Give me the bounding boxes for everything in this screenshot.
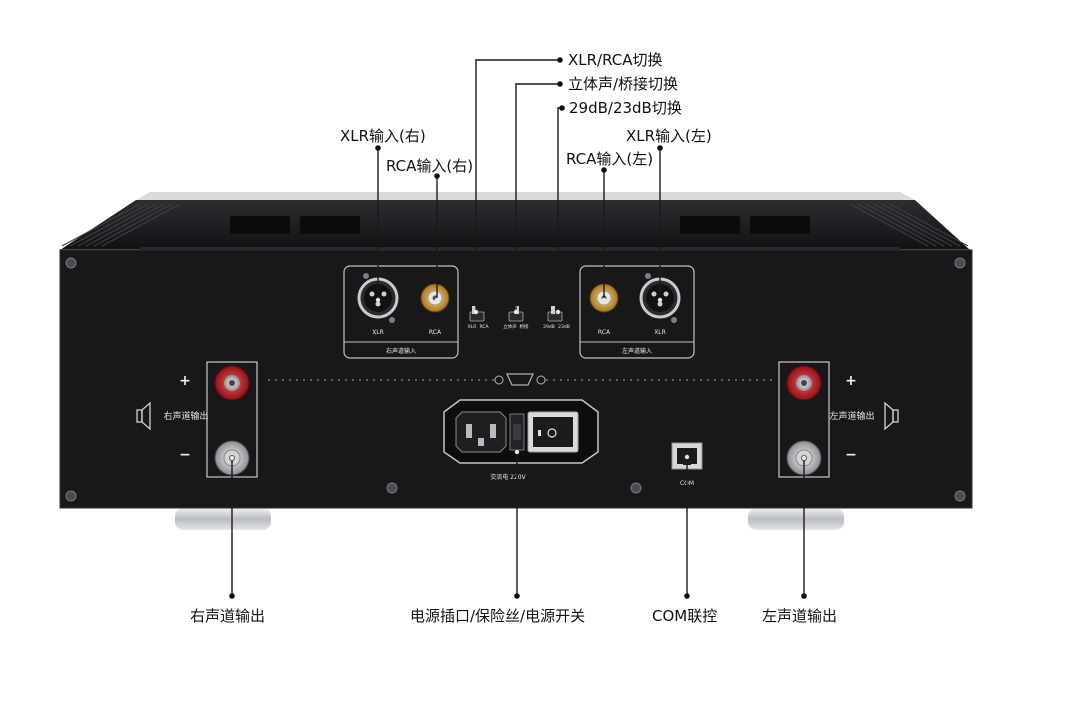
callout-rca-input-right: RCA输入(右) <box>386 157 474 175</box>
callout-right-channel-output: 右声道输出 <box>190 607 266 625</box>
right-minus-sign: − <box>179 447 191 463</box>
chassis-top <box>60 192 970 255</box>
callout-stereo-bridge-switch: 立体声/桥接切换 <box>568 75 679 93</box>
speaker-icon <box>884 401 899 431</box>
callout-leader-lines <box>231 59 805 596</box>
callout-dots <box>229 57 807 599</box>
panel-label-left-output: 左声道输出 <box>829 410 874 422</box>
left-minus-sign: − <box>845 447 857 463</box>
iec-power-socket[interactable] <box>455 411 507 453</box>
foot-left <box>175 508 271 530</box>
heatsink-fins <box>61 203 969 247</box>
panel-label-xlr-left: XLR <box>654 329 666 336</box>
callout-gain-switch: 29dB/23dB切换 <box>569 99 682 117</box>
callout-com-link: COM联控 <box>652 607 718 625</box>
top-vents <box>230 216 810 234</box>
switch-label-rca: RCA <box>479 324 489 330</box>
speaker-icon <box>136 401 151 431</box>
panel-dot-markers <box>229 297 807 461</box>
switch-label-bridge: 桥接 <box>520 323 529 330</box>
fuse-holder[interactable] <box>509 413 525 451</box>
gain-toggle-switch[interactable] <box>547 306 563 322</box>
panel-label-rca-left: RCA <box>598 329 611 336</box>
right-input-box <box>343 265 459 359</box>
panel-dotted-divider <box>268 373 772 386</box>
panel-label-left-input-group: 左声道输入 <box>622 347 652 355</box>
right-plus-sign: + <box>179 373 191 389</box>
callout-xlr-input-left: XLR输入(左) <box>626 127 712 145</box>
switch-label-xlr: XLR <box>468 324 477 330</box>
right-positive-binding-post[interactable] <box>214 365 250 401</box>
callout-left-channel-output: 左声道输出 <box>762 607 838 625</box>
callout-power-socket-fuse-switch: 电源插口/保险丝/电源开关 <box>410 607 586 625</box>
panel-label-ac-power: 交流电 220V <box>490 473 526 481</box>
rca-connector-right[interactable] <box>420 283 450 313</box>
callout-xlr-input-right: XLR输入(右) <box>340 127 426 145</box>
switch-label-23db: 23dB <box>558 324 570 330</box>
panel-label-right-output: 右声道输出 <box>163 410 208 422</box>
panel-label-right-input-group: 右声道输入 <box>386 347 416 355</box>
panel-label-xlr-right: XLR <box>372 329 384 336</box>
switch-label-stereo: 立体声 <box>503 323 517 330</box>
foot-right <box>748 508 844 530</box>
xlr-rca-toggle-switch[interactable] <box>469 306 485 322</box>
panel-label-rca-right: RCA <box>429 329 442 336</box>
power-rocker-switch[interactable] <box>527 411 579 453</box>
left-positive-binding-post[interactable] <box>786 365 822 401</box>
left-plus-sign: + <box>845 373 857 389</box>
callout-xlr-rca-switch: XLR/RCA切换 <box>568 51 663 69</box>
callout-rca-input-left: RCA输入(左) <box>566 150 654 168</box>
left-input-box <box>579 265 695 359</box>
switch-label-29db: 29dB <box>543 324 555 330</box>
panel-screws <box>65 257 966 502</box>
